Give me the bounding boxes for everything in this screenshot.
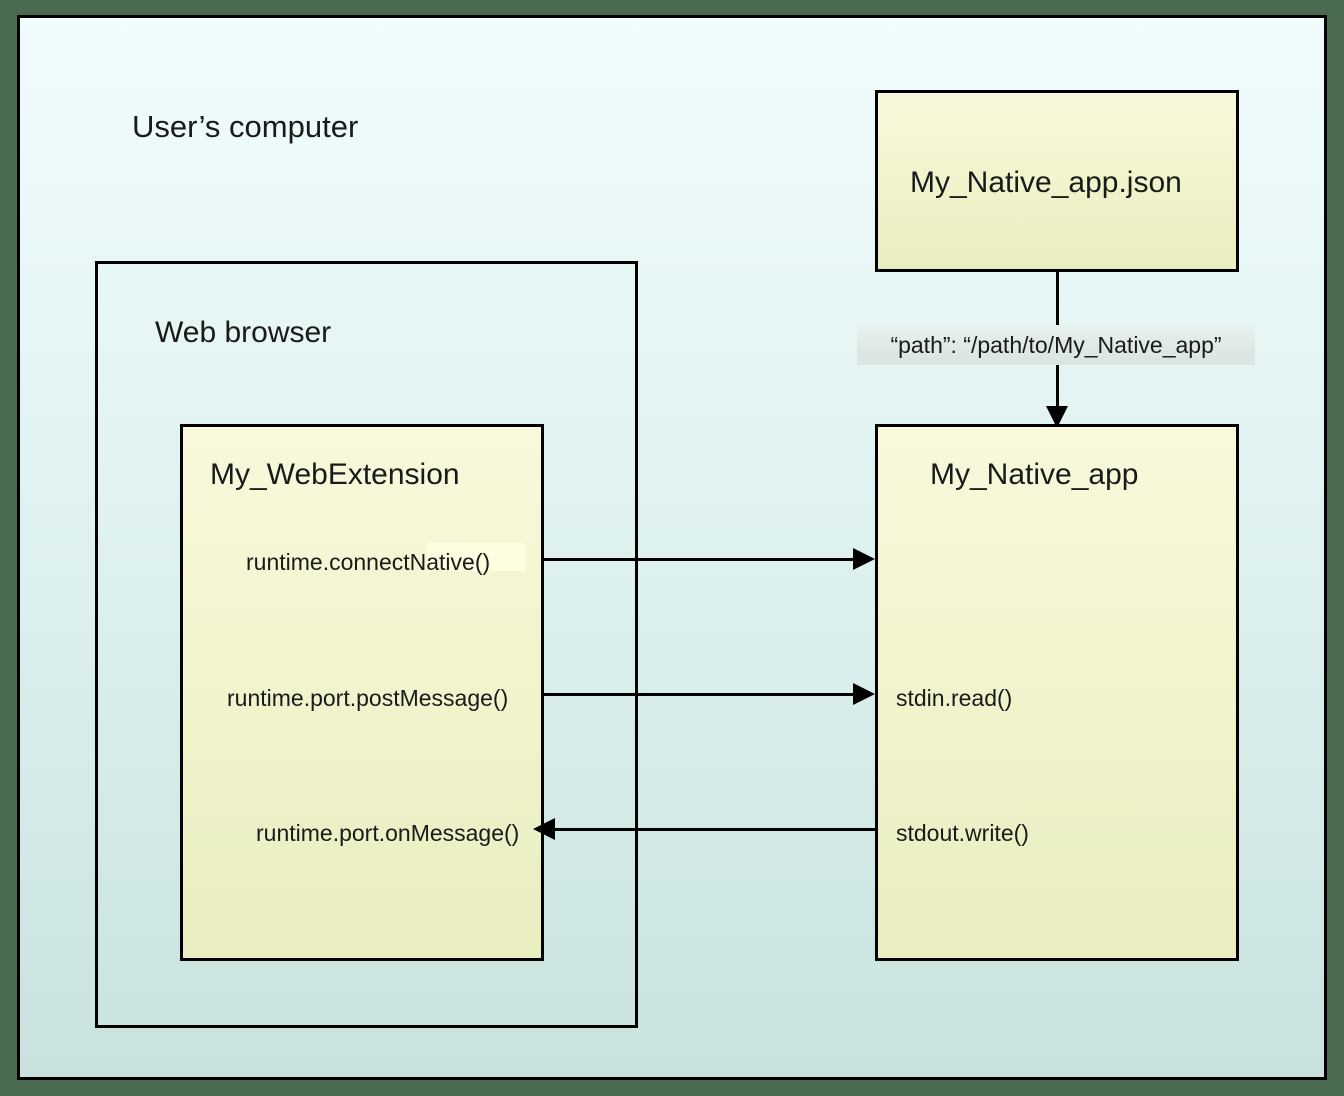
- connect-native-highlight: [426, 543, 526, 571]
- edge-connect-native-line: [543, 558, 858, 561]
- path-to-native-app-line: [1056, 365, 1059, 408]
- web-browser-container: [95, 261, 638, 1028]
- users-computer-label: User’s computer: [132, 109, 359, 144]
- native-manifest-node[interactable]: [875, 90, 1239, 272]
- webextension-title: My_WebExtension: [210, 458, 460, 491]
- native-app-node[interactable]: [875, 424, 1239, 961]
- manifest-to-path-line: [1056, 272, 1059, 325]
- edge-connect-native-arrowhead: [853, 548, 875, 570]
- diagram-canvas: User’s computer Web browser My_WebExtens…: [17, 15, 1327, 1080]
- webextension-api-on-message: runtime.port.onMessage(): [256, 820, 520, 846]
- edge-on-message-line: [550, 828, 875, 831]
- edge-on-message-arrowhead: [533, 818, 555, 840]
- webextension-node[interactable]: [180, 424, 544, 961]
- native-manifest-title: My_Native_app.json: [910, 166, 1182, 199]
- native-app-api-stdin-read: stdin.read(): [896, 685, 1013, 711]
- webextension-api-post-message: runtime.port.postMessage(): [227, 685, 509, 711]
- native-app-title: My_Native_app: [930, 458, 1139, 491]
- edge-post-message-arrowhead: [853, 683, 875, 705]
- webextension-api-connect-native: runtime.connectNative(): [246, 549, 491, 575]
- manifest-path-annotation: “path”: “/path/to/My_Native_app”: [857, 325, 1255, 365]
- edge-post-message-line: [543, 693, 858, 696]
- path-to-native-app-arrowhead: [1046, 406, 1068, 428]
- web-browser-label: Web browser: [155, 316, 332, 349]
- native-app-api-stdout-write: stdout.write(): [896, 820, 1029, 846]
